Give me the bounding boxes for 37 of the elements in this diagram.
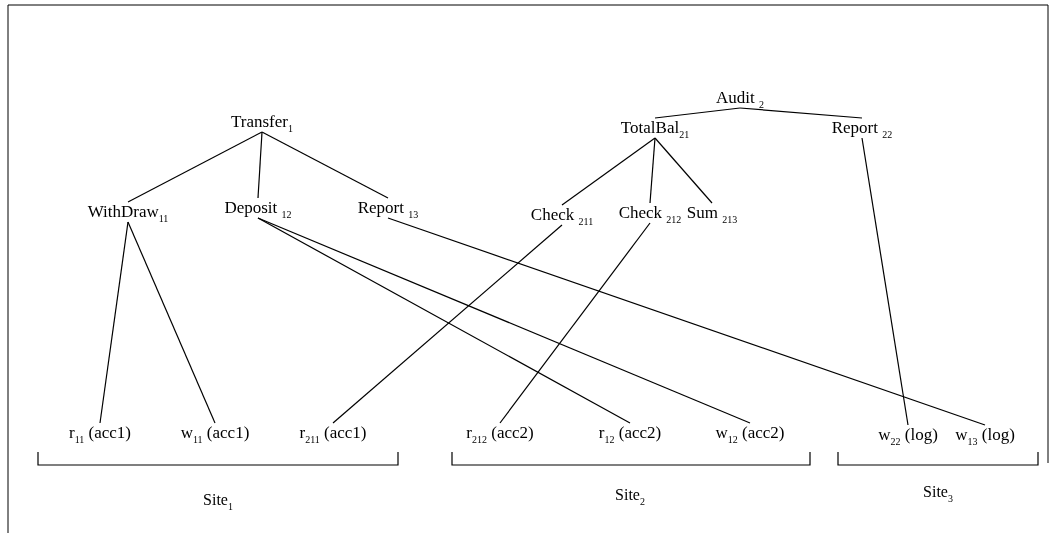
- tree-node-label: Report $_{13}$: [356, 198, 420, 218]
- tree-node-label: w$_{11}$ (acc1): [179, 423, 251, 443]
- connector-line: [654, 107, 741, 119]
- tree-node-label: w$_{22}$ (log): [877, 425, 939, 445]
- connector-line: [561, 137, 656, 206]
- connector-line: [257, 217, 631, 424]
- connector-line: [99, 221, 129, 424]
- connector-line: [257, 131, 263, 199]
- tree-node-label: r$_{211}$ (acc1): [298, 423, 368, 443]
- connector-line: [332, 224, 563, 424]
- site-label: Site$_{1}$: [203, 490, 233, 510]
- connector-line: [261, 131, 389, 199]
- tree-node-label: Audit $_{2}$: [715, 88, 765, 108]
- connector-line: [861, 137, 909, 426]
- tree-node-label: r$_{11}$ (acc1): [68, 423, 132, 443]
- tree-node-label: w$_{13}$ (log): [954, 425, 1016, 445]
- site-label: Site$_{3}$: [923, 482, 953, 502]
- connector-line: [127, 131, 263, 203]
- tree-node-label: Check $_{212}$: [617, 203, 683, 223]
- connector-line: [257, 217, 751, 424]
- tree-node-label: WithDraw$_{11}$: [86, 202, 170, 222]
- connector-line: [387, 217, 986, 426]
- tree-node-label: TotalBal$_{21}$: [619, 118, 691, 138]
- site-label: Site$_{2}$: [615, 485, 645, 505]
- tree-node-label: Sum $_{213}$: [685, 203, 739, 223]
- tree-node-label: Report $_{22}$: [830, 118, 894, 138]
- tree-node-label: w$_{12}$ (acc2): [714, 423, 786, 443]
- tree-node-label: Check $_{211}$: [529, 205, 595, 225]
- tree-node-label: Deposit $_{12}$: [223, 198, 293, 218]
- tree-node-label: r$_{212}$ (acc2): [465, 423, 535, 443]
- tree-node-label: Transfer$_{1}$: [230, 112, 294, 132]
- connector-line: [654, 137, 713, 204]
- tree-node-label: r$_{12}$ (acc2): [597, 423, 663, 443]
- connector-line: [127, 221, 216, 424]
- connector-line: [739, 107, 863, 119]
- connector-line: [649, 137, 656, 204]
- connector-line: [499, 222, 651, 424]
